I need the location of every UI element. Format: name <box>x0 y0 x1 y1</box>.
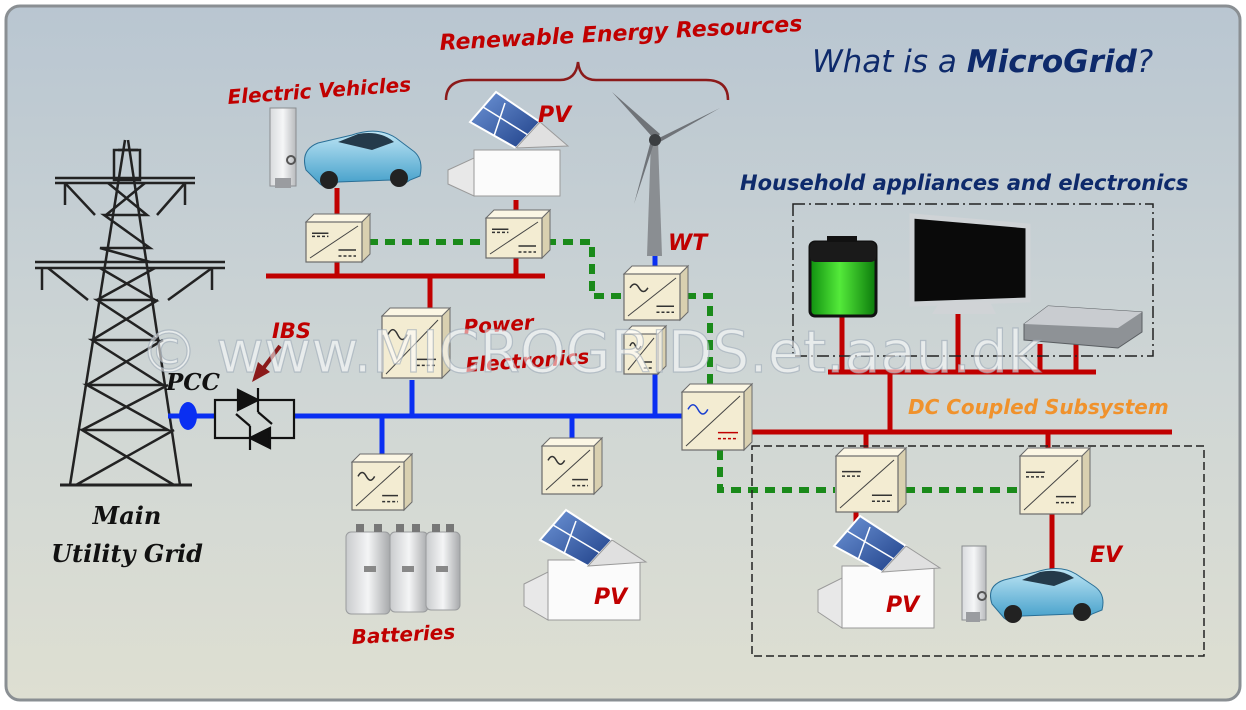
watermark: © www.MICROGRIDS.et.aau.dk <box>140 318 1042 386</box>
pcc-point <box>179 402 197 430</box>
background-panel <box>4 4 1242 702</box>
converter-batteries <box>350 452 414 512</box>
converter-boxes <box>304 208 1092 516</box>
ibs-arrow <box>252 344 282 382</box>
router-icon <box>1023 305 1143 349</box>
renewable-brace <box>444 61 730 101</box>
wt-label: WT <box>668 231 709 256</box>
electric-car-dc-icon <box>990 568 1104 623</box>
converter-wt-2 <box>622 324 668 376</box>
ibs-switch <box>213 388 296 450</box>
converter-wt-1 <box>622 264 690 322</box>
converter-ev-dc <box>1018 446 1092 516</box>
ev-charger-dc-icon <box>961 545 987 622</box>
household-label: Household appliances and electronics <box>740 171 1188 195</box>
batteries-icon <box>345 524 461 615</box>
pv-bottom-label: PV <box>594 585 629 610</box>
main-grid-label-2: Utility Grid <box>51 539 203 568</box>
converter-pv-bottom <box>540 436 604 496</box>
main-grid-label-1: Main <box>92 501 162 530</box>
battery-level-icon <box>808 236 878 318</box>
batteries-label: Batteries <box>351 620 456 649</box>
household-box <box>792 203 1154 357</box>
dc-bus-lines <box>266 188 1172 570</box>
pv-house-dc-icon <box>817 514 942 629</box>
wind-turbine-icon <box>612 92 720 256</box>
converter-main <box>380 306 452 380</box>
ibs-label: IBS <box>272 319 311 343</box>
pv-house-icon <box>447 90 570 197</box>
pcc-label: PCC <box>165 369 221 396</box>
ev-label: EV <box>1090 543 1124 568</box>
converter-pv-dc <box>834 446 908 514</box>
communication-links <box>368 239 1020 493</box>
title: What is a MicroGrid? <box>812 44 1153 80</box>
pv-top-label: PV <box>538 103 573 128</box>
dc-subsystem-box <box>751 445 1205 657</box>
power-electronics-label-1: Power <box>463 310 536 339</box>
electric-car-icon <box>304 130 422 189</box>
pv-house-bottom-icon <box>523 508 648 621</box>
converter-dc-link <box>680 382 754 452</box>
monitor-icon <box>909 213 1031 314</box>
pv-dc-label: PV <box>886 593 921 618</box>
converter-pv-top <box>484 208 552 260</box>
ev-charger-icon <box>269 107 297 188</box>
dc-subsystem-label: DC Coupled Subsystem <box>908 395 1169 419</box>
transmission-tower-icon <box>35 139 225 487</box>
converter-ev-top <box>304 212 372 264</box>
